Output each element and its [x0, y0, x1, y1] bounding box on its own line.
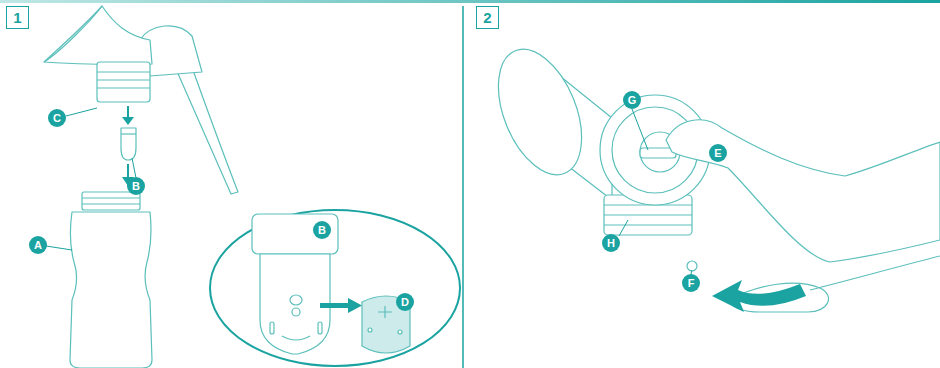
leader-lines: [619, 109, 692, 274]
arrow-shaft: [320, 303, 350, 308]
panel-number-box: 2: [476, 6, 499, 29]
assembly-arrows: [122, 106, 134, 186]
callout-letter: F: [682, 274, 700, 292]
thread-line: [82, 197, 140, 198]
leader-line: [619, 220, 628, 236]
leader-lines: [46, 108, 136, 250]
callout-letter: B: [127, 177, 145, 195]
callout-letter: B: [313, 221, 331, 239]
rotation-arrow: [712, 280, 806, 312]
panel-divider: [462, 6, 464, 368]
thread-line: [97, 71, 150, 72]
callout-letter: D: [396, 293, 414, 311]
leader-line: [46, 246, 72, 250]
thread-line: [97, 87, 150, 88]
valve-small: [121, 128, 136, 160]
arrow-head: [122, 117, 134, 125]
thread-line: [97, 79, 150, 80]
pin: [687, 261, 697, 271]
breast-shield: [482, 37, 598, 186]
leader-line: [66, 108, 97, 116]
panel-number: 1: [13, 9, 21, 26]
arrow-shaft: [127, 106, 129, 118]
membrane-cross: [378, 306, 392, 318]
threaded-collar: [97, 62, 150, 102]
panel-two-art: [482, 37, 940, 312]
valve-slit: [318, 322, 322, 334]
leader-line: [632, 109, 648, 150]
membrane-dot: [368, 328, 372, 332]
bottle-neck: [82, 192, 140, 210]
valve-slot: [282, 336, 310, 340]
arrow-shaft: [127, 164, 129, 178]
callout-letter: E: [709, 144, 727, 162]
finger-line: [810, 256, 940, 290]
zoom-art: [252, 214, 410, 354]
valve-cap: [252, 214, 338, 254]
arrow-head: [348, 298, 362, 313]
thread-line: [604, 224, 692, 225]
valve-hole: [290, 295, 302, 305]
callout-letter: H: [602, 234, 620, 252]
callout-letter: A: [29, 236, 47, 254]
bottle: [70, 212, 152, 368]
membrane-dot: [398, 330, 402, 334]
valve-edge: [121, 133, 136, 134]
hand: [666, 120, 940, 262]
valve-slit: [270, 322, 274, 334]
thread-line: [82, 203, 140, 204]
panel-number: 2: [483, 9, 491, 26]
zoom-ellipse: [210, 210, 460, 366]
top-band: [0, 0, 940, 3]
shield-rim: [44, 6, 102, 62]
valve-hole: [292, 308, 300, 316]
callout-letter: G: [623, 91, 641, 109]
valve-body: [260, 254, 330, 354]
panel-number-box: 1: [6, 6, 29, 29]
breast-shield: [44, 6, 152, 65]
leader-line: [132, 158, 136, 178]
panel-one-art: [44, 6, 238, 368]
thread-line: [604, 214, 692, 215]
callout-letter: C: [48, 109, 66, 127]
zoom-arrow: [320, 298, 362, 313]
